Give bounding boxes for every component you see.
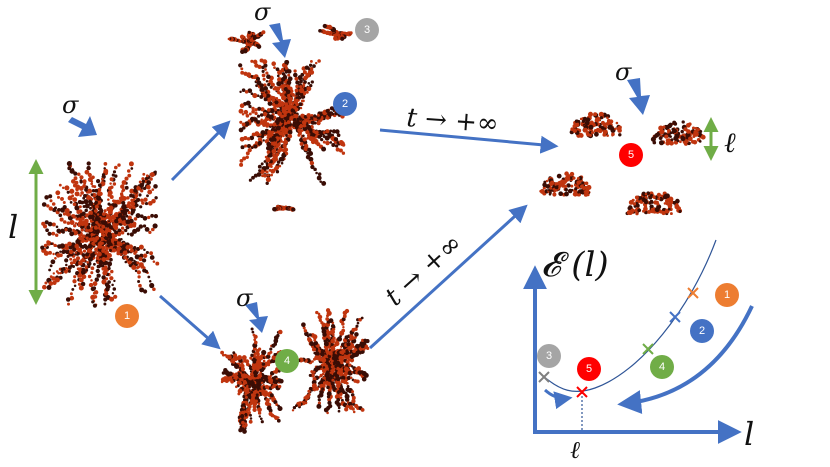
- minimum-label: ℓ: [570, 436, 580, 464]
- badge-5: 5: [619, 143, 643, 167]
- badge-2: 2: [333, 92, 357, 116]
- svg-text:3: 3: [364, 24, 370, 36]
- arrow-1-to-2: [170, 120, 231, 182]
- aggregate-state-4: [220, 308, 370, 434]
- badge-1: 1: [115, 304, 139, 328]
- svg-text:2: 2: [342, 98, 348, 110]
- aggregate-initial: [40, 161, 160, 308]
- svg-text:4: 4: [659, 361, 665, 373]
- svg-text:1: 1: [724, 289, 730, 301]
- svg-text:3: 3: [546, 350, 552, 362]
- badge-plot-4: 4: [650, 355, 674, 379]
- marker-1: [687, 287, 699, 299]
- sigma-arrow-1: [68, 116, 97, 137]
- arrow-1-to-4: [159, 294, 221, 350]
- energy-plot: 𝓔 (l) l ℓ: [523, 239, 754, 464]
- svg-text:4: 4: [284, 355, 290, 367]
- sigma-label-5: σ: [615, 58, 632, 86]
- size-l-label: l: [8, 208, 18, 246]
- relax-arrow-right: [617, 305, 754, 414]
- sigma-label-2: σ: [254, 0, 271, 26]
- marker-5: [576, 386, 588, 398]
- badge-plot-2: 2: [690, 319, 714, 343]
- energy-axis-label: 𝓔 (l): [541, 245, 609, 285]
- sigma-label-4: σ: [236, 284, 253, 312]
- limit-label-top: t → +∞: [406, 103, 500, 139]
- energy-curve: [539, 239, 717, 393]
- arrow-2-to-5: [379, 128, 559, 154]
- relax-arrow-left: [543, 388, 573, 410]
- size-ell-label: ℓ: [724, 126, 736, 159]
- svg-text:5: 5: [586, 363, 592, 375]
- badge-4: 4: [275, 349, 299, 373]
- badge-3: 3: [355, 18, 379, 42]
- badge-plot-3: 3: [537, 344, 561, 368]
- sigma-arrow-5: [627, 78, 650, 115]
- aggregate-final-5: [539, 111, 706, 216]
- marker-3: [538, 371, 550, 383]
- sigma-arrow-4: [245, 302, 268, 333]
- svg-text:5: 5: [628, 149, 634, 161]
- svg-text:1: 1: [124, 310, 130, 322]
- svg-text:2: 2: [699, 325, 705, 337]
- marker-4: [642, 343, 654, 355]
- aggregate-state-2: [238, 58, 346, 186]
- badge-plot-5: 5: [577, 357, 601, 381]
- arrow-4-to-5: [368, 204, 528, 350]
- aggregate-fragment-3: [227, 23, 353, 212]
- x-axis-label: l: [744, 415, 754, 453]
- sigma-arrow-2: [269, 23, 291, 58]
- badge-plot-1: 1: [715, 283, 739, 307]
- marker-2: [669, 311, 681, 323]
- sigma-label-1: σ: [62, 91, 79, 119]
